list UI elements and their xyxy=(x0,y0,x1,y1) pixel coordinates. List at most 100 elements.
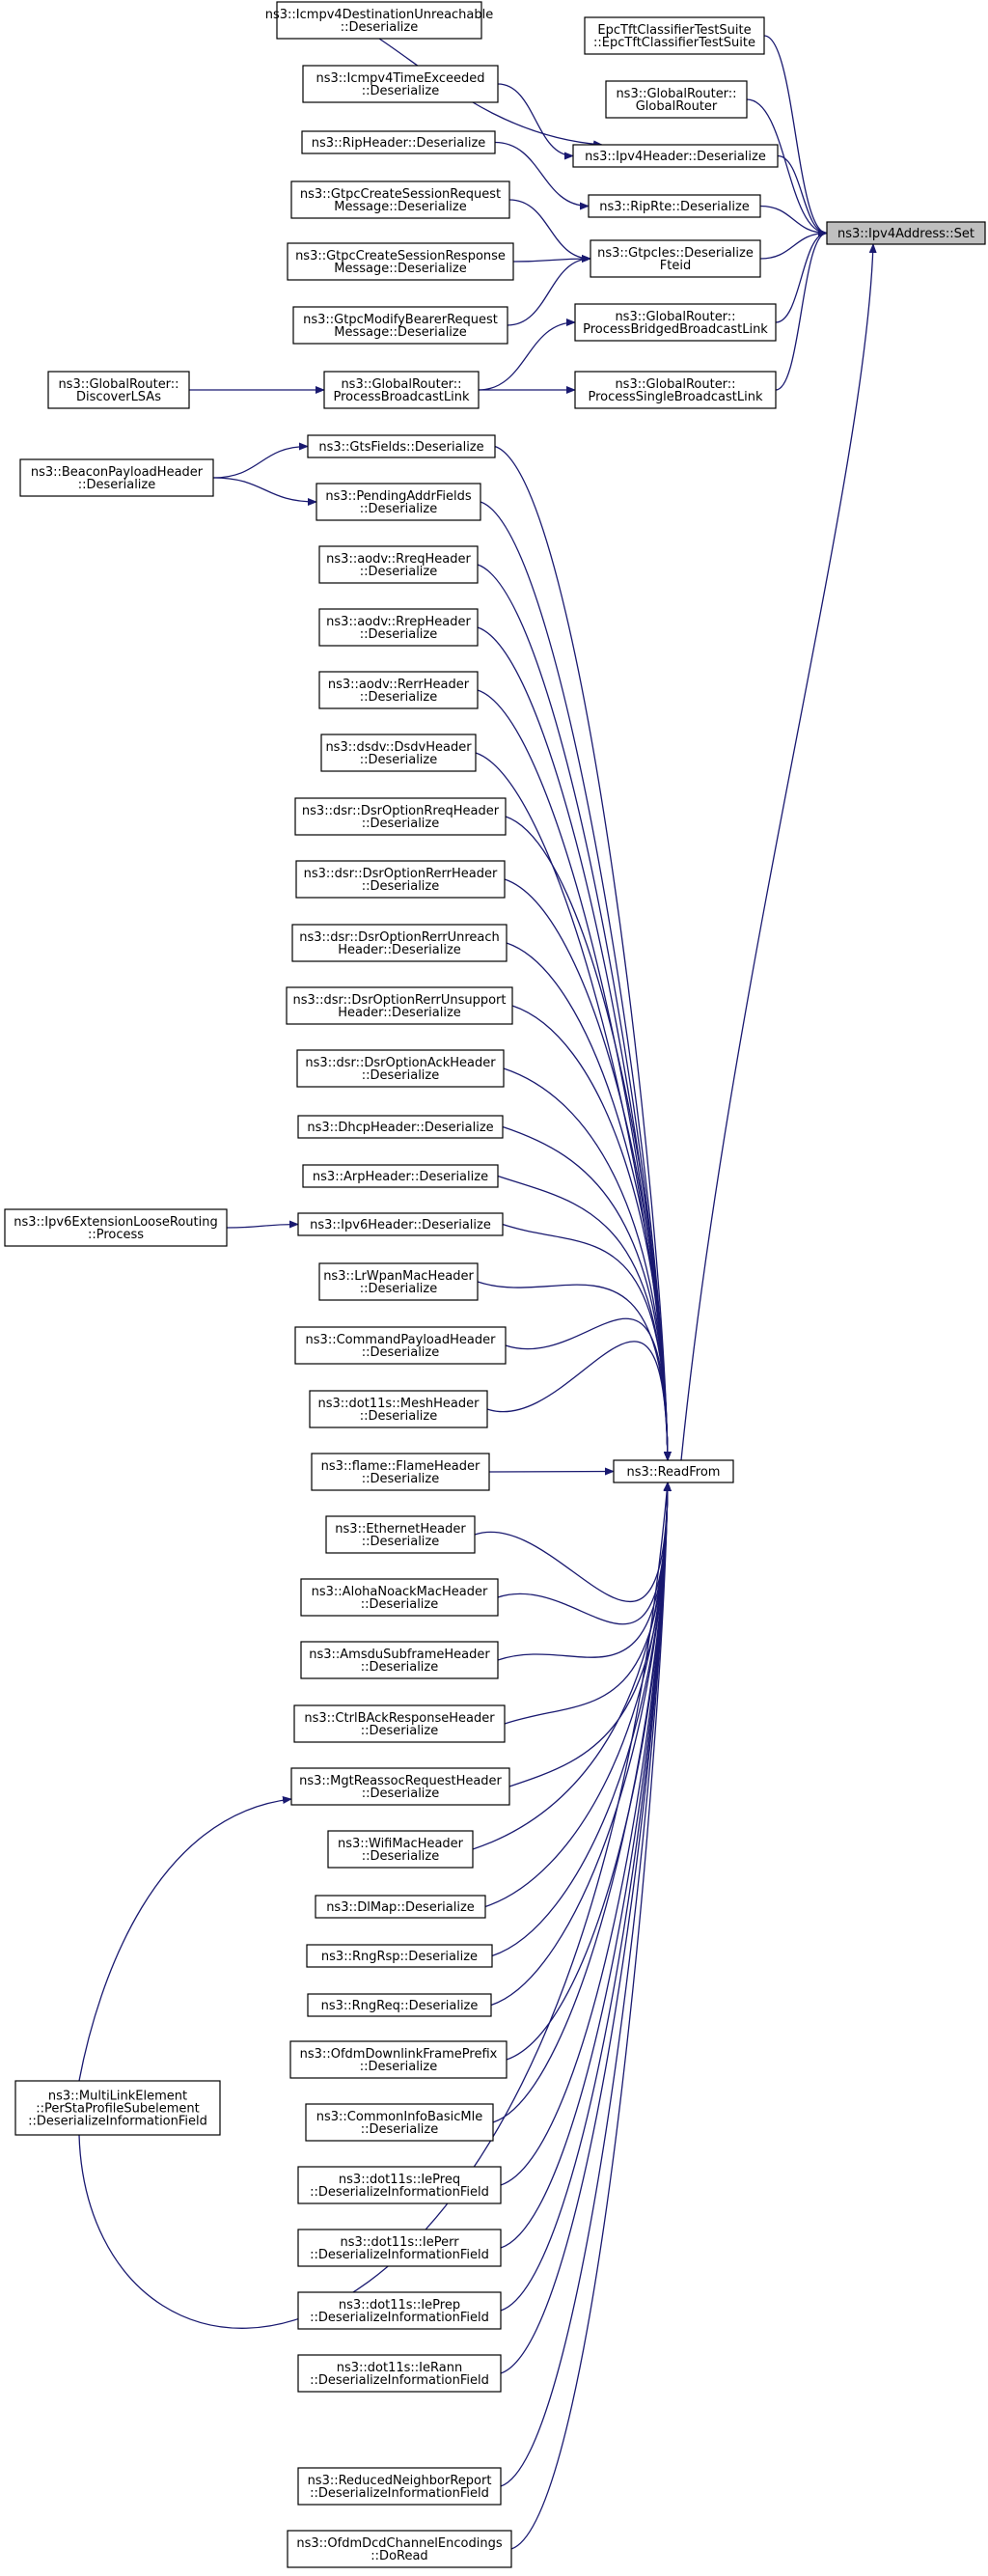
edge-rngreq-to-readfrom xyxy=(490,1482,672,2007)
node-label: GlobalRouter xyxy=(636,99,718,114)
node-label: ::Deserialize xyxy=(360,627,438,642)
edge-amsdu-to-readfrom xyxy=(497,1482,672,1661)
node-label: ns3::CommonInfoBasicMle xyxy=(316,2110,482,2124)
node-dsrrreq[interactable]: ns3::dsr::DsrOptionRreqHeader::Deseriali… xyxy=(294,797,507,836)
node-label: ::Deserialize xyxy=(361,2122,439,2137)
node-rngreq[interactable]: ns3::RngReq::Deserialize xyxy=(307,1993,492,2017)
node-pending[interactable]: ns3::PendingAddrFields::Deserialize xyxy=(316,483,481,521)
node-icmpunreach[interactable]: ns3::Icmpv4DestinationUnreachable::Deser… xyxy=(265,1,494,40)
node-box xyxy=(19,458,214,497)
node-procbridged[interactable]: ns3::GlobalRouter::ProcessBridgedBroadca… xyxy=(574,303,777,342)
node-ofdmdcd[interactable]: ns3::OfdmDcdChannelEncodings::DoRead xyxy=(287,2530,512,2568)
node-procbroadcast[interactable]: ns3::GlobalRouter::ProcessBroadcastLink xyxy=(323,371,480,409)
node-gtpccreatereq[interactable]: ns3::GtpcCreateSessionRequestMessage::De… xyxy=(290,180,510,219)
node-ieprep[interactable]: ns3::dot11s::IePrep::DeserializeInformat… xyxy=(297,2291,502,2330)
node-ethernet[interactable]: ns3::EthernetHeader::Deserialize xyxy=(325,1515,476,1554)
node-label: ::DeserializeInformationField xyxy=(310,2311,489,2325)
node-amsdu[interactable]: ns3::AmsduSubframeHeader::Deserialize xyxy=(300,1641,499,1679)
node-dsrrerr[interactable]: ns3::dsr::DsrOptionRerrHeader::Deseriali… xyxy=(295,860,506,899)
node-discover[interactable]: ns3::GlobalRouter::DiscoverLSAs xyxy=(47,371,190,409)
node-ipv6ext[interactable]: ns3::Ipv6ExtensionLooseRouting::Process xyxy=(4,1208,228,1247)
node-rreq[interactable]: ns3::aodv::RreqHeader::Deserialize xyxy=(318,545,479,584)
node-gtpccreateresp[interactable]: ns3::GtpcCreateSessionResponseMessage::D… xyxy=(287,242,514,281)
node-box xyxy=(300,1578,499,1617)
node-label: ::Deserialize xyxy=(360,502,438,516)
node-box xyxy=(306,1944,493,1968)
node-label: ::DeserializeInformationField xyxy=(310,2373,489,2388)
node-box xyxy=(318,671,479,709)
edge-ethernet-to-readfrom xyxy=(474,1482,672,1603)
node-ierann[interactable]: ns3::dot11s::IeRann::DeserializeInformat… xyxy=(297,2354,502,2393)
node-box xyxy=(305,2103,494,2142)
node-readfrom[interactable]: ns3::ReadFrom xyxy=(613,1459,734,1483)
node-label: ::Deserialize xyxy=(362,84,440,98)
node-box xyxy=(297,2166,502,2204)
node-label: Header::Deserialize xyxy=(338,943,461,957)
edge-gtpcmodify-to-gtpcfteid xyxy=(507,255,591,326)
node-label: ns3::dsr::DsrOptionRreqHeader xyxy=(302,804,500,818)
node-commoninfo[interactable]: ns3::CommonInfoBasicMle::Deserialize xyxy=(305,2103,494,2142)
node-dsrunreach[interactable]: ns3::dsr::DsrOptionRerrUnreachHeader::De… xyxy=(291,924,508,962)
node-rngrsp[interactable]: ns3::RngRsp::Deserialize xyxy=(306,1944,493,1968)
node-reduced[interactable]: ns3::ReducedNeighborReport::DeserializeI… xyxy=(297,2467,502,2506)
node-box xyxy=(4,1208,228,1247)
node-dsrunsupport[interactable]: ns3::dsr::DsrOptionRerrUnsupportHeader::… xyxy=(286,986,513,1025)
node-label: ns3::CtrlBAckResponseHeader xyxy=(304,1711,495,1726)
node-riprte[interactable]: ns3::RipRte::Deserialize xyxy=(588,194,761,218)
node-dlmap[interactable]: ns3::DlMap::Deserialize xyxy=(315,1895,486,1919)
node-box xyxy=(286,986,513,1025)
node-epctft[interactable]: EpcTftClassifierTestSuite::EpcTftClassif… xyxy=(584,16,765,55)
node-arp[interactable]: ns3::ArpHeader::Deserialize xyxy=(302,1164,499,1188)
node-label: ::Deserialize xyxy=(361,1597,439,1612)
node-dsdv[interactable]: ns3::dsdv::DsdvHeader::Deserialize xyxy=(320,734,477,772)
node-gts[interactable]: ns3::GtsFields::Deserialize xyxy=(307,434,496,458)
node-cmdpayload[interactable]: ns3::CommandPayloadHeader::Deserialize xyxy=(294,1326,507,1365)
node-beacon[interactable]: ns3::BeaconPayloadHeader::Deserialize xyxy=(19,458,214,497)
node-mgtreassoc[interactable]: ns3::MgtReassocRequestHeader::Deserializ… xyxy=(290,1767,510,1806)
node-riphdr[interactable]: ns3::RipHeader::Deserialize xyxy=(301,130,496,154)
node-box xyxy=(574,303,777,342)
node-ipv4hdr[interactable]: ns3::Ipv4Header::Deserialize xyxy=(572,144,779,168)
edge-dsrunsupport-to-readfrom xyxy=(511,1005,672,1461)
node-lrwpan[interactable]: ns3::LrWpanMacHeader::Deserialize xyxy=(318,1262,479,1301)
node-dsrack[interactable]: ns3::dsr::DsrOptionAckHeader::Deserializ… xyxy=(296,1049,505,1088)
node-label: ::Deserialize xyxy=(361,1660,439,1675)
node-set[interactable]: ns3::Ipv4Address::Set xyxy=(826,221,986,245)
node-label: ::EpcTftClassifierTestSuite xyxy=(593,36,755,50)
node-ieperr[interactable]: ns3::dot11s::IePerr::DeserializeInformat… xyxy=(297,2229,502,2267)
node-label: ns3::dot11s::MeshHeader xyxy=(318,1397,480,1411)
node-flame[interactable]: ns3::flame::FlameHeader::Deserialize xyxy=(311,1453,490,1491)
node-mle[interactable]: ns3::MultiLinkElement::PerStaProfileSube… xyxy=(14,2080,221,2136)
node-box xyxy=(47,371,190,409)
node-box xyxy=(14,2080,221,2136)
node-ipv6hdr[interactable]: ns3::Ipv6Header::Deserialize xyxy=(297,1212,504,1236)
node-mesh[interactable]: ns3::dot11s::MeshHeader::Deserialize xyxy=(309,1390,488,1428)
node-iepreq[interactable]: ns3::dot11s::IePreq::DeserializeInformat… xyxy=(297,2166,502,2204)
edge-reduced-to-readfrom xyxy=(500,1482,672,2487)
node-gtpcmodify[interactable]: ns3::GtpcModifyBearerRequestMessage::Des… xyxy=(292,306,508,345)
node-box xyxy=(297,1115,504,1139)
node-aloha[interactable]: ns3::AlohaNoackMacHeader::Deserialize xyxy=(300,1578,499,1617)
node-box xyxy=(826,221,986,245)
node-box xyxy=(287,2530,512,2568)
node-label: ::Deserialize xyxy=(78,478,156,492)
node-box xyxy=(605,80,748,119)
edge-epctft-to-set xyxy=(763,35,828,237)
node-wifimac[interactable]: ns3::WifiMacHeader::Deserialize xyxy=(327,1830,474,1869)
node-ctrlback[interactable]: ns3::CtrlBAckResponseHeader::Deserialize xyxy=(293,1704,506,1743)
node-label: ns3::DhcpHeader::Deserialize xyxy=(307,1121,493,1135)
node-procsingle[interactable]: ns3::GlobalRouter::ProcessSingleBroadcas… xyxy=(574,371,777,409)
node-label: ::Deserialize xyxy=(360,1409,438,1424)
node-rrep[interactable]: ns3::aodv::RrepHeader::Deserialize xyxy=(318,608,479,647)
node-ofdmprefix[interactable]: ns3::OfdmDownlinkFramePrefix::Deserializ… xyxy=(289,2040,508,2079)
node-label: ns3::GtpcCreateSessionResponse xyxy=(295,249,506,263)
node-dhcp[interactable]: ns3::DhcpHeader::Deserialize xyxy=(297,1115,504,1139)
node-label: ns3::CommandPayloadHeader xyxy=(306,1333,497,1347)
node-icmptime[interactable]: ns3::Icmpv4TimeExceeded::Deserialize xyxy=(302,65,499,103)
node-label: ns3::Ipv4Header::Deserialize xyxy=(585,150,766,164)
node-label: ::Deserialize xyxy=(362,1787,440,1801)
node-rerr[interactable]: ns3::aodv::RerrHeader::Deserialize xyxy=(318,671,479,709)
node-grctor[interactable]: ns3::GlobalRouter::GlobalRouter xyxy=(605,80,748,119)
nodes: ns3::Ipv4Address::Set EpcTftClassifierTes… xyxy=(4,1,986,2568)
